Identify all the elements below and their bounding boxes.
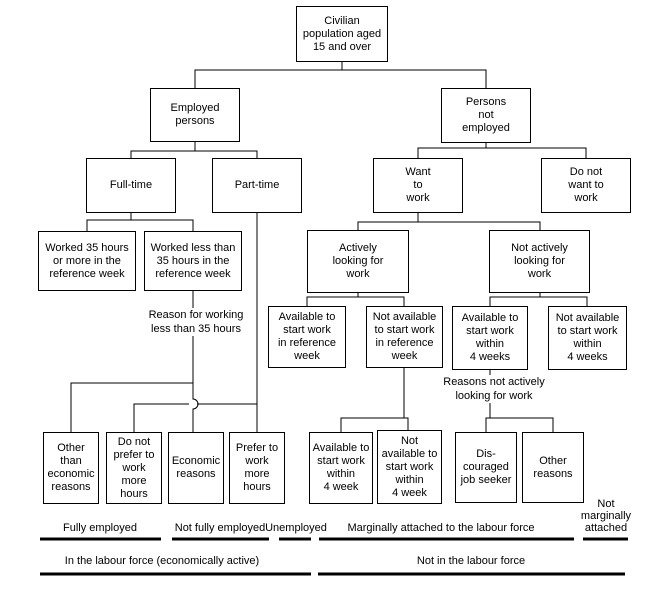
node-discouraged-job-seeker: Dis- couraged job seeker xyxy=(455,432,517,503)
bracket-label-marginally-attached: Marginally attached to the labour force xyxy=(347,522,535,534)
node-worked-less-than-35: Worked less than 35 hours in the referen… xyxy=(144,231,242,291)
node-employed-persons: Employed persons xyxy=(150,88,240,142)
bracket-label-fully-employed: Fully employed xyxy=(63,522,137,534)
bracket-label-in-labour-force: In the labour force (economically active… xyxy=(64,555,260,567)
node-persons-not-employed: Persons not employed xyxy=(441,88,531,143)
connector-line xyxy=(70,382,193,432)
node-full-time: Full-time xyxy=(86,158,176,213)
connector-line xyxy=(86,219,194,231)
node-not-available-4-week: Not available to start work within 4 wee… xyxy=(377,430,442,504)
node-not-available-ref-week: Not available to start work in reference… xyxy=(366,306,443,368)
connector-line xyxy=(489,296,588,306)
node-part-time: Part-time xyxy=(212,158,302,213)
connector-line xyxy=(357,221,541,230)
connector-line xyxy=(340,417,409,432)
node-available-4-week: Available to start work within 4 week xyxy=(309,432,373,504)
node-civilian-population: Civilian population aged 15 and over xyxy=(296,6,388,62)
node-do-not-prefer-more-hours: Do not prefer to work more hours xyxy=(106,432,162,504)
node-economic-reasons: Economic reasons xyxy=(168,432,224,504)
connector-line xyxy=(133,403,189,432)
connector-line xyxy=(194,69,487,88)
bracket-label-not-marginally-attached: Not marginally attached xyxy=(580,498,632,534)
connector-line xyxy=(306,296,405,306)
bracket-label-not-in-labour-force: Not in the labour force xyxy=(416,555,526,567)
node-actively-looking: Actively looking for work xyxy=(307,230,409,293)
connector-label-reason-working-less: Reason for working less than 35 hours xyxy=(145,308,247,336)
node-want-to-work: Want to work xyxy=(373,158,463,213)
bracket-label-unemployed: Unemployed xyxy=(265,522,327,534)
bracket-label-not-fully-employed: Not fully employed xyxy=(174,522,266,534)
connector-line xyxy=(485,417,554,432)
node-do-not-want-to-work: Do not want to work xyxy=(541,158,631,213)
node-worked-35-or-more: Worked 35 hours or more in the reference… xyxy=(38,231,136,291)
node-prefer-more-hours: Prefer to work more hours xyxy=(229,432,285,504)
node-not-actively-looking: Not actively looking for work xyxy=(489,230,590,293)
node-available-4-weeks: Available to start work within 4 weeks xyxy=(452,306,528,370)
node-not-available-4-weeks: Not available to start work within 4 wee… xyxy=(548,306,627,370)
connector-line xyxy=(130,150,258,158)
node-other-than-economic: Other than economic reasons xyxy=(43,432,99,504)
connector-line xyxy=(417,147,587,158)
node-available-ref-week: Available to start work in reference wee… xyxy=(268,306,346,368)
connector-label-reasons-not-actively: Reasons not actively looking for work xyxy=(440,375,548,403)
node-other-reasons: Other reasons xyxy=(522,432,584,503)
